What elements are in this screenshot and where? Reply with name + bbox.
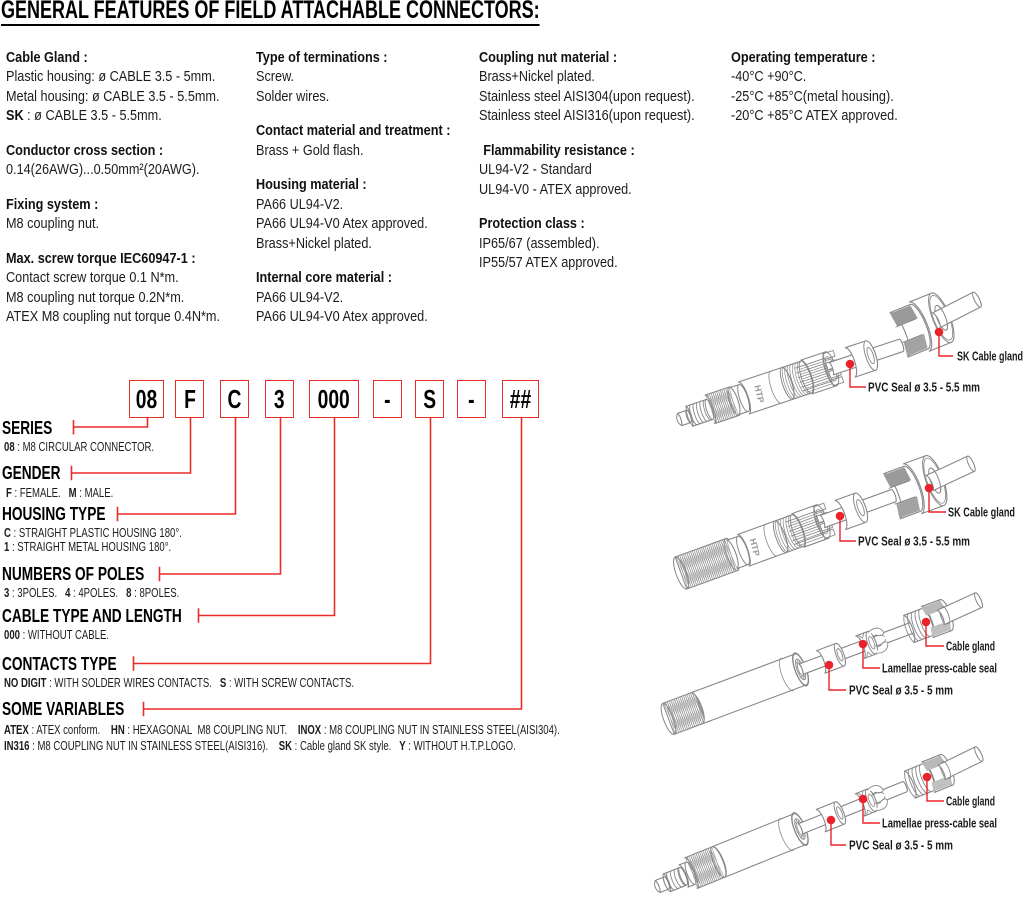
svg-text:Lamellae press-cable seal: Lamellae press-cable seal <box>882 816 997 831</box>
svg-text:PVC Seal ø 3.5 - 5 mm: PVC Seal ø 3.5 - 5 mm <box>849 683 953 698</box>
svg-text:SK Cable gland: SK Cable gland <box>957 349 1023 364</box>
svg-text:SK Cable gland: SK Cable gland <box>948 505 1015 520</box>
svg-text:HTP: HTP <box>748 537 762 557</box>
svg-text:Cable gland: Cable gland <box>946 639 995 654</box>
svg-text:PVC Seal ø 3.5 - 5.5 mm: PVC Seal ø 3.5 - 5.5 mm <box>858 534 970 549</box>
svg-text:HTP: HTP <box>752 384 766 404</box>
svg-text:Cable gland: Cable gland <box>946 794 995 809</box>
svg-text:PVC Seal ø 3.5 - 5 mm: PVC Seal ø 3.5 - 5 mm <box>849 838 953 853</box>
svg-text:Lamellae press-cable seal: Lamellae press-cable seal <box>882 661 997 676</box>
svg-text:PVC Seal ø 3.5 - 5.5 mm: PVC Seal ø 3.5 - 5.5 mm <box>868 380 980 395</box>
